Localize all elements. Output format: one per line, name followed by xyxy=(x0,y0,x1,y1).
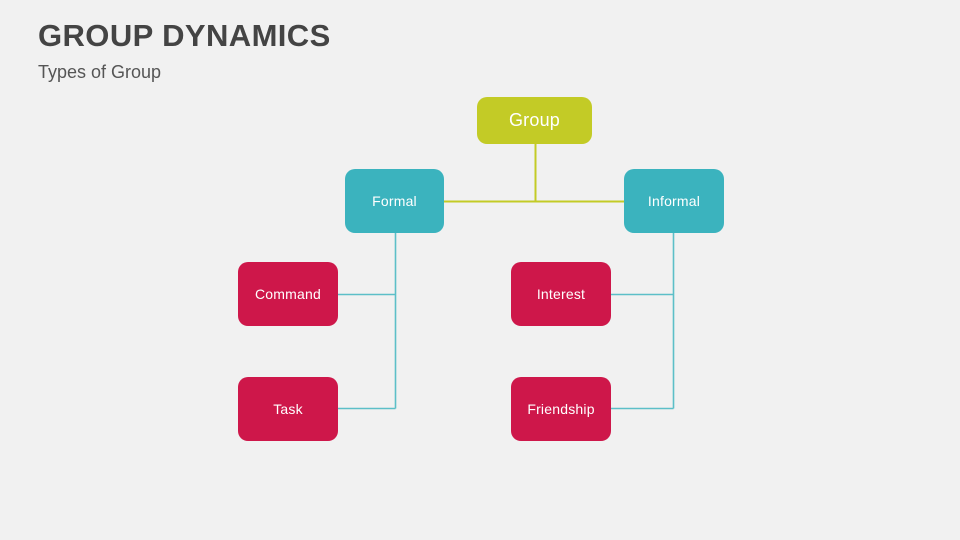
node-formal[interactable]: Formal xyxy=(345,169,444,233)
node-friendship-label: Friendship xyxy=(527,401,595,417)
node-group-label: Group xyxy=(508,110,561,130)
node-interest-label: Interest xyxy=(536,286,586,302)
node-command[interactable]: Command xyxy=(238,262,338,326)
node-informal[interactable]: Informal xyxy=(624,169,724,233)
slide-header: GROUP DYNAMICS Types of Group xyxy=(38,16,738,84)
node-task[interactable]: Task xyxy=(238,377,338,441)
node-interest[interactable]: Interest xyxy=(511,262,611,326)
node-friendship[interactable]: Friendship xyxy=(511,377,611,441)
page-subtitle: Types of Group xyxy=(38,62,162,82)
node-command-label: Command xyxy=(255,286,321,302)
page-title: GROUP DYNAMICS xyxy=(38,18,331,53)
node-formal-label: Formal xyxy=(372,193,417,209)
node-informal-label: Informal xyxy=(647,193,701,209)
node-group[interactable]: Group xyxy=(477,97,592,144)
node-task-label: Task xyxy=(273,401,303,417)
